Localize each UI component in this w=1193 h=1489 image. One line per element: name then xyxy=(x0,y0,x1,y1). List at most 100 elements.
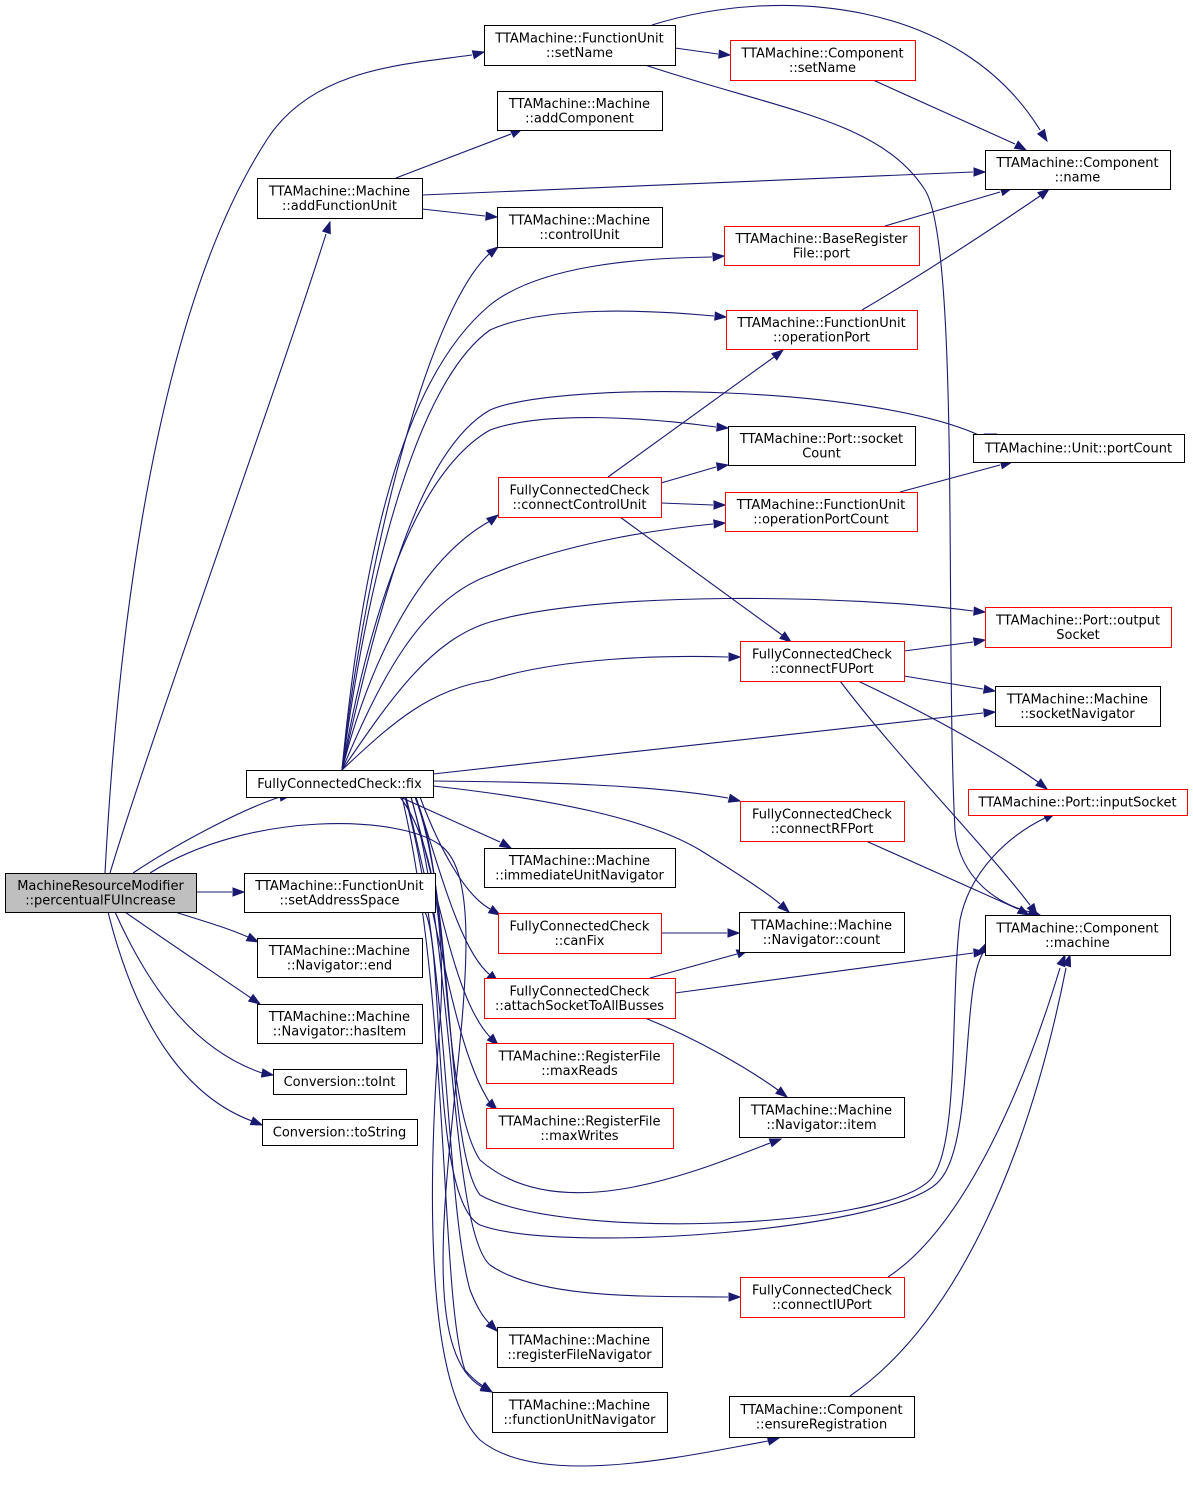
edge-line xyxy=(341,655,729,771)
edge-root-to-nav_hasItem xyxy=(124,911,262,1005)
arrowhead-icon xyxy=(775,1086,789,1098)
node-label: TTAMachine::FunctionUnit xyxy=(736,498,905,513)
edge-root-to-fcc_fix xyxy=(132,792,293,874)
edge-fcc_fix-to-fcc_canFix xyxy=(419,796,502,916)
arrowhead-icon xyxy=(768,1138,783,1148)
node-fu_setName[interactable]: TTAMachine::FunctionUnit::setName xyxy=(484,25,676,66)
arrowhead-icon xyxy=(485,1098,499,1112)
node-m_addComponent[interactable]: TTAMachine::Machine::addComponent xyxy=(497,91,663,131)
node-comp_name[interactable]: TTAMachine::Component::name xyxy=(985,150,1171,190)
node-label: TTAMachine::Machine xyxy=(268,184,410,199)
edge-line xyxy=(410,796,491,1038)
node-label: Socket xyxy=(1056,628,1100,643)
edge-m_addFU-to-comp_name xyxy=(421,167,987,196)
edge-fcc_fix-to-m_immNav xyxy=(399,796,513,849)
node-nav_item[interactable]: TTAMachine::Machine::Navigator::item xyxy=(739,1097,905,1138)
node-label: FullyConnectedCheck xyxy=(510,919,650,934)
node-box xyxy=(484,848,676,888)
node-box xyxy=(995,686,1161,727)
node-label: ::registerFileNavigator xyxy=(507,1348,652,1363)
arrowhead-icon xyxy=(728,652,742,662)
node-nav_hasItem[interactable]: TTAMachine::Machine::Navigator::hasItem xyxy=(257,1004,423,1044)
node-label: TTAMachine::Machine xyxy=(508,854,650,869)
arrowhead-icon xyxy=(485,514,500,526)
node-box xyxy=(968,789,1188,816)
edge-fcc_fix-to-port_outputSocket xyxy=(341,597,987,771)
node-port_inputSocket[interactable]: TTAMachine::Port::inputSocket xyxy=(968,789,1188,816)
node-fcc_connectFU[interactable]: FullyConnectedCheck::connectFUPort xyxy=(740,641,905,682)
edge-fcc_connectFU-to-comp_machine xyxy=(839,680,1038,917)
node-fcc_fix[interactable]: FullyConnectedCheck::fix xyxy=(246,770,434,798)
node-nav_count[interactable]: TTAMachine::Machine::Navigator::count xyxy=(739,912,905,953)
edge-fcc_attach-to-comp_machine xyxy=(674,948,987,994)
node-box xyxy=(257,178,423,219)
node-label: TTAMachine::Machine xyxy=(508,97,650,112)
node-label: ::functionUnitNavigator xyxy=(504,1413,657,1428)
node-unit_portCount[interactable]: TTAMachine::Unit::portCount xyxy=(973,434,1185,463)
node-fu_setAddr[interactable]: TTAMachine::FunctionUnit::setAddressSpac… xyxy=(244,873,436,913)
edge-line xyxy=(421,171,974,196)
node-fu_opPortCount[interactable]: TTAMachine::FunctionUnit::operationPortC… xyxy=(725,492,918,532)
node-fu_opPort[interactable]: TTAMachine::FunctionUnit::operationPort xyxy=(726,310,918,350)
arrowhead-icon xyxy=(479,1381,494,1393)
node-label: ::addComponent xyxy=(525,111,634,126)
node-label: TTAMachine::Machine xyxy=(508,213,650,228)
arrowhead-icon xyxy=(487,905,502,916)
edge-line xyxy=(899,464,1001,493)
node-label: TTAMachine::Machine xyxy=(268,1010,410,1025)
edge-line xyxy=(839,680,1031,906)
node-root[interactable]: MachineResourceModifier::percentualFUInc… xyxy=(5,873,197,913)
edge-line xyxy=(903,641,974,652)
node-m_addFU[interactable]: TTAMachine::Machine::addFunctionUnit xyxy=(257,178,423,219)
arrowhead-icon xyxy=(728,1292,742,1302)
edge-line xyxy=(660,466,717,484)
edge-fcc_fix-to-nav_count xyxy=(432,785,791,913)
node-box xyxy=(973,434,1185,463)
node-m_controlUnit[interactable]: TTAMachine::Machine::controlUnit xyxy=(497,207,663,248)
node-rf_maxWrites[interactable]: TTAMachine::RegisterFile::maxWrites xyxy=(486,1108,674,1149)
node-comp_ensureReg[interactable]: TTAMachine::Component::ensureRegistratio… xyxy=(729,1396,915,1438)
arrowhead-icon xyxy=(727,793,742,803)
edge-line xyxy=(644,1017,779,1091)
edge-fcc_fix-to-port_socketCount xyxy=(341,417,730,771)
node-label: ::canFix xyxy=(555,934,605,949)
arrowhead-icon xyxy=(714,311,728,321)
arrowhead-icon xyxy=(471,50,486,60)
node-fcc_connectRF[interactable]: FullyConnectedCheck::connectRFPort xyxy=(740,801,905,842)
node-m_immNav[interactable]: TTAMachine::Machine::immediateUnitNaviga… xyxy=(484,848,676,888)
edge-line xyxy=(619,516,783,636)
node-conv_toInt[interactable]: Conversion::toInt xyxy=(273,1069,407,1095)
node-m_rfNav[interactable]: TTAMachine::Machine::registerFileNavigat… xyxy=(497,1327,663,1368)
edge-fcc_connectFU-to-port_outputSocket xyxy=(903,637,987,652)
node-nav_end[interactable]: TTAMachine::Machine::Navigator::end xyxy=(257,938,423,978)
node-label: TTAMachine::BaseRegister xyxy=(735,232,909,247)
node-label: TTAMachine::Port::inputSocket xyxy=(977,796,1176,811)
node-fcc_canFix[interactable]: FullyConnectedCheck::canFix xyxy=(498,913,662,954)
edge-line xyxy=(861,195,1041,311)
node-box xyxy=(497,1327,663,1368)
node-comp_setName[interactable]: TTAMachine::Component::setName xyxy=(730,40,916,81)
node-box xyxy=(246,770,434,798)
node-label: FullyConnectedCheck xyxy=(510,483,650,498)
node-box xyxy=(273,1069,407,1095)
node-comp_machine[interactable]: TTAMachine::Component::machine xyxy=(985,915,1171,956)
node-fcc_attach[interactable]: FullyConnectedCheck::attachSocketToAllBu… xyxy=(484,978,676,1019)
node-fcc_connectIU[interactable]: FullyConnectedCheck::connectIUPort xyxy=(740,1277,905,1318)
node-m_socketNav[interactable]: TTAMachine::Machine::socketNavigator xyxy=(995,686,1161,727)
node-box xyxy=(985,607,1172,648)
edge-line xyxy=(872,79,1016,145)
node-label: TTAMachine::FunctionUnit xyxy=(736,316,905,331)
node-box xyxy=(724,226,920,266)
edge-line xyxy=(424,911,986,1239)
node-m_fuNav[interactable]: TTAMachine::Machine::functionUnitNavigat… xyxy=(492,1392,668,1433)
edge-line xyxy=(649,953,738,979)
node-conv_toString[interactable]: Conversion::toString xyxy=(262,1119,418,1146)
edge-fcc_connectCU-to-port_socketCount xyxy=(660,462,730,484)
node-fcc_connectCU[interactable]: FullyConnectedCheck::connectControlUnit xyxy=(498,477,662,518)
node-rf_maxReads[interactable]: TTAMachine::RegisterFile::maxReads xyxy=(486,1043,674,1084)
node-box xyxy=(486,1108,674,1149)
